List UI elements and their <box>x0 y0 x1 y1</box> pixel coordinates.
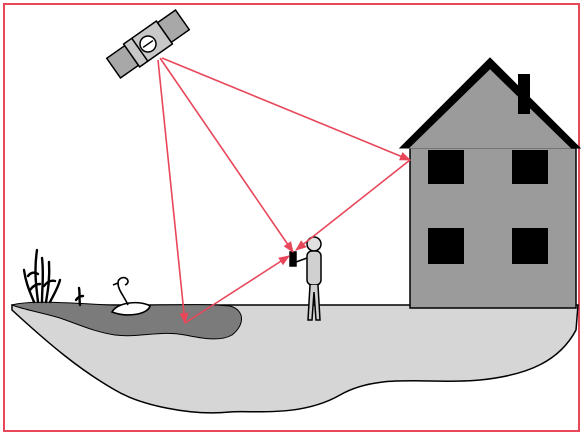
gps-receiver <box>289 251 297 267</box>
satellite-to-water-ray <box>157 59 189 325</box>
window <box>428 228 464 264</box>
swan-icon <box>110 276 151 316</box>
water-reflection-ray <box>184 255 290 324</box>
window <box>512 228 548 264</box>
satellite-to-house-ray <box>161 57 412 161</box>
house-reflection-ray <box>295 159 411 251</box>
window <box>512 150 548 184</box>
reed-plants-icon <box>22 248 85 307</box>
person-with-receiver-icon <box>289 236 322 321</box>
signal-rays <box>157 57 412 325</box>
satellite-icon <box>105 9 191 79</box>
window <box>428 150 464 184</box>
direct-signal-ray <box>159 57 294 253</box>
frame-border <box>3 3 580 432</box>
house-icon <box>398 57 582 309</box>
